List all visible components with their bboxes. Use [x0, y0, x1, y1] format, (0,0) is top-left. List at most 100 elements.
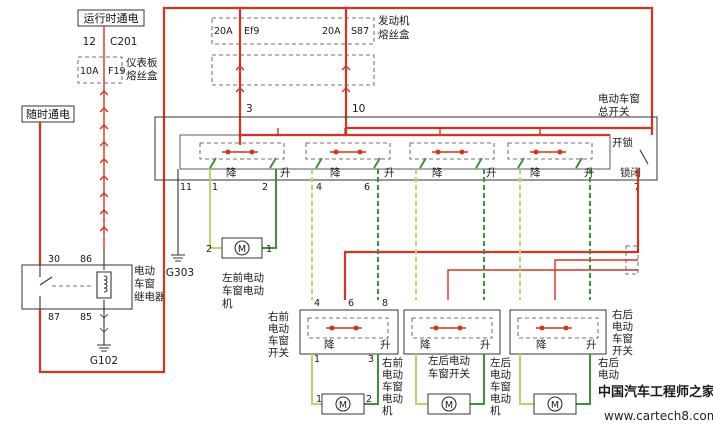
- always-power-label: 随时通电: [26, 107, 70, 121]
- rf-motor-symbol: [335, 396, 351, 412]
- rf-motor-label-2: 电动: [382, 368, 403, 381]
- lr-motor-down-wire: [415, 354, 428, 405]
- master-pin6-label: 6: [364, 182, 370, 193]
- master-switch-group-2: [305, 142, 391, 169]
- lr-motor-label-4: 电动: [490, 392, 511, 405]
- fuse-s87-rating: 20A: [322, 26, 341, 37]
- master-switch-label-2: 总开关: [598, 105, 630, 118]
- rr-switch-label-2: 电动: [612, 320, 633, 333]
- rf-switch-inner: [307, 317, 389, 339]
- rf-pin4-label: 4: [314, 298, 320, 309]
- engine-fuse-box-outline: [211, 17, 375, 45]
- lock-branch-wires: [447, 259, 638, 300]
- group2-down-label: 降: [330, 166, 341, 179]
- rr-motor-label-2: 电动: [598, 368, 619, 381]
- rr-switch-up: 升: [586, 339, 597, 351]
- relay-pin87-label: 87: [48, 312, 60, 323]
- relay-pin85-label: 85: [80, 312, 92, 323]
- lr-switch-label-1: 左后电动: [428, 354, 470, 367]
- master-pin2-label: 2: [262, 182, 268, 193]
- rf-pin1-label: 1: [314, 354, 320, 365]
- lr-motor-box: [427, 393, 471, 415]
- rr-switch-label-3: 车窗: [612, 332, 633, 345]
- rf-pin6-label: 6: [348, 298, 354, 309]
- window-relay-box: [21, 264, 133, 310]
- rf-motor-m: M: [339, 400, 347, 411]
- lf-motor-pin2: 2: [206, 244, 212, 255]
- run-power-arrows: [99, 90, 109, 232]
- master-pin11-label: 11: [180, 182, 192, 193]
- relay-name-1: 电动: [134, 264, 155, 277]
- ip-fuse-box-label-1: 仪表板: [126, 56, 158, 69]
- fuse-wire-arrows: [235, 65, 351, 93]
- g102-label: G102: [90, 355, 118, 367]
- relay-pin86-label: 86: [80, 254, 92, 265]
- rf-motor-pin2: 2: [366, 394, 372, 405]
- rr-motor-symbol: [547, 396, 563, 412]
- group4-down-label: 降: [530, 166, 541, 179]
- ip-fuse-box-outline: [77, 56, 123, 84]
- master-switch-box: [154, 116, 658, 181]
- run-power-box: [77, 9, 145, 27]
- lock-switch-contact: [639, 149, 649, 165]
- relay-coil-winding: [103, 275, 108, 293]
- connector-12-label: 12: [83, 36, 96, 48]
- fuse-ef9-rating: 20A: [214, 26, 233, 37]
- master-switch-red-bus: [240, 126, 652, 137]
- master-pin10-label: 10: [352, 103, 365, 115]
- lf-motor-box: [221, 237, 263, 259]
- lock-open-label: 开锁: [612, 136, 633, 149]
- relay-name-3: 继电器: [134, 290, 166, 303]
- lr-switch-up: 升: [480, 339, 491, 351]
- master-bus-drops: [277, 128, 541, 135]
- rr-motor-m: M: [551, 400, 559, 411]
- master-switch-group-1: [199, 142, 285, 169]
- lr-motor-m: M: [445, 400, 453, 411]
- relay-name-2: 车窗: [134, 277, 155, 290]
- lr-motor-label-2: 电动: [490, 368, 511, 381]
- lock-power-wire: [343, 169, 640, 300]
- group1-down-label: 降: [226, 166, 237, 179]
- engine-fuse-box-label-2: 熔丝盒: [378, 28, 410, 41]
- lr-motor-label-1: 左后: [490, 356, 511, 369]
- rr-motor-up-wire: [576, 354, 591, 405]
- fuse-s87-id: S87: [351, 26, 369, 37]
- group2-up-label: 升: [384, 167, 395, 179]
- lr-switch-label-2: 车窗开关: [428, 367, 470, 380]
- always-power-box: [21, 105, 75, 123]
- rf-motor-pin1: 1: [316, 394, 322, 405]
- rf-switch-up: 升: [380, 339, 391, 351]
- rf-motor-down-wire: [311, 354, 322, 405]
- relay-contact: [39, 265, 53, 309]
- lock-closed-label: 锁闭: [620, 166, 641, 179]
- lf-motor-pin1: 1: [266, 244, 272, 255]
- master-pin3-label: 3: [246, 103, 253, 115]
- rf-switch-label-1: 右前: [268, 310, 289, 323]
- rf-motor-label-4: 电动: [382, 392, 403, 405]
- rf-switch-label-3: 车窗: [268, 334, 289, 347]
- engine-fuse-box-label-1: 发动机: [378, 14, 410, 27]
- rf-motor-box: [321, 393, 365, 415]
- lr-motor-label-3: 车窗: [490, 380, 511, 393]
- rr-motor-box: [533, 393, 577, 415]
- lf-motor-label-2: 车窗电动: [222, 284, 264, 297]
- fuse-harness-outline: [211, 54, 375, 86]
- rr-switch-down: 降: [536, 338, 547, 351]
- rr-motor-label-1: 右后: [598, 356, 619, 369]
- rr-switch-label-4: 开关: [612, 344, 633, 357]
- c201-label: C201: [110, 36, 137, 48]
- master-pin4-label: 4: [316, 182, 322, 193]
- rr-motor-down-wire: [519, 354, 534, 405]
- rf-switch-down: 降: [324, 338, 335, 351]
- lf-motor-symbol: [234, 240, 250, 256]
- rr-switch-inner: [517, 317, 599, 339]
- lf-up-wire: [262, 169, 277, 249]
- master-switch-label-1: 电动车窗: [598, 92, 640, 105]
- lf-motor-label-3: 机: [222, 297, 233, 310]
- lf-motor-m: M: [238, 244, 246, 255]
- main-power-bus: [38, 6, 654, 374]
- rr-switch-label-1: 右后: [612, 308, 633, 321]
- rf-motor-label-1: 右前: [382, 356, 403, 369]
- lr-switch-inner: [411, 317, 493, 339]
